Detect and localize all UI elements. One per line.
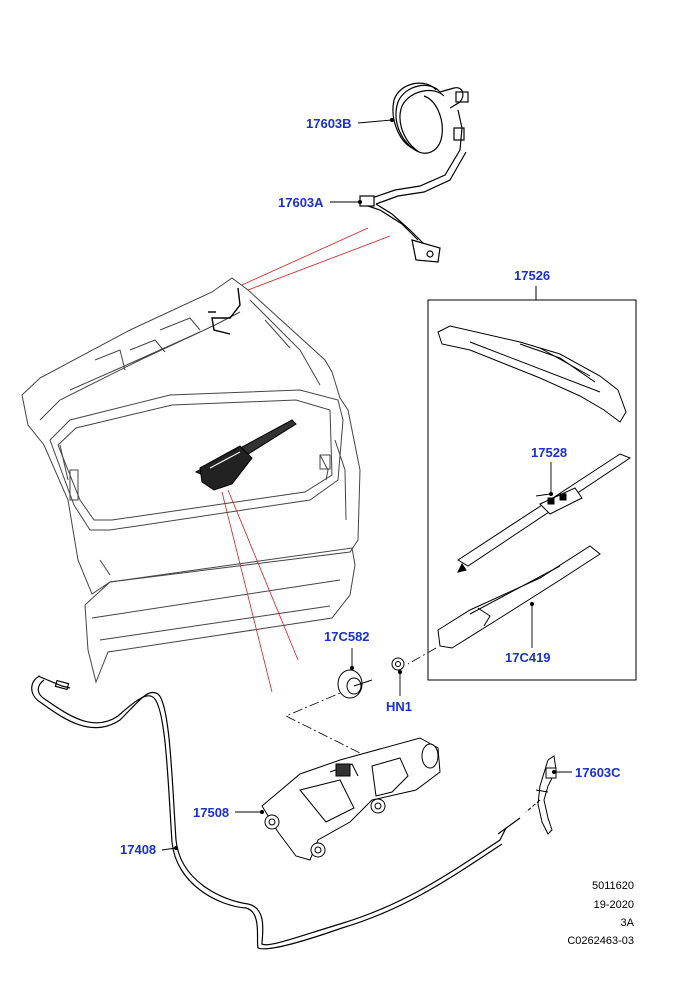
ref-revision: 3A: [620, 917, 634, 929]
ref-code: C0262463-03: [567, 935, 634, 947]
callout-dots: [174, 118, 556, 850]
tailgate: [21, 277, 361, 684]
callout-HN1: HN1: [386, 699, 413, 714]
callout-17528: 17528: [531, 445, 568, 460]
callout-17603A: 17603A: [278, 195, 324, 210]
wiper-motor: [261, 737, 441, 861]
wiper-blade: [457, 453, 632, 573]
callout-17C419: 17C419: [505, 650, 551, 665]
harness-17603A: [359, 149, 467, 263]
kit-box-17526: [427, 286, 637, 681]
tailgate-harness: [208, 287, 241, 335]
callout-17603B: 17603B: [306, 116, 352, 131]
callout-17526: 17526: [514, 268, 551, 283]
cap-17C582: [337, 669, 373, 699]
washer-hose: [31, 675, 521, 950]
installed-wiper: [194, 419, 297, 491]
arm-cover: [437, 545, 601, 649]
motor-leaders: [221, 489, 299, 693]
callout-17C582: 17C582: [324, 629, 370, 644]
ref-date: 19-2020: [593, 899, 634, 911]
harness-17603B: [392, 82, 469, 154]
ref-number: 5011620: [591, 880, 634, 892]
callout-17508: 17508: [193, 805, 230, 820]
connector-17603C: [525, 755, 557, 835]
harness-leaders: [241, 227, 391, 291]
nut-HN1: [391, 657, 405, 671]
wiper-arm: [437, 325, 627, 423]
callout-17603C: 17603C: [575, 765, 621, 780]
assembly-axis: [285, 647, 437, 757]
callout-17408: 17408: [120, 842, 157, 857]
callout-leaders: [161, 119, 572, 851]
